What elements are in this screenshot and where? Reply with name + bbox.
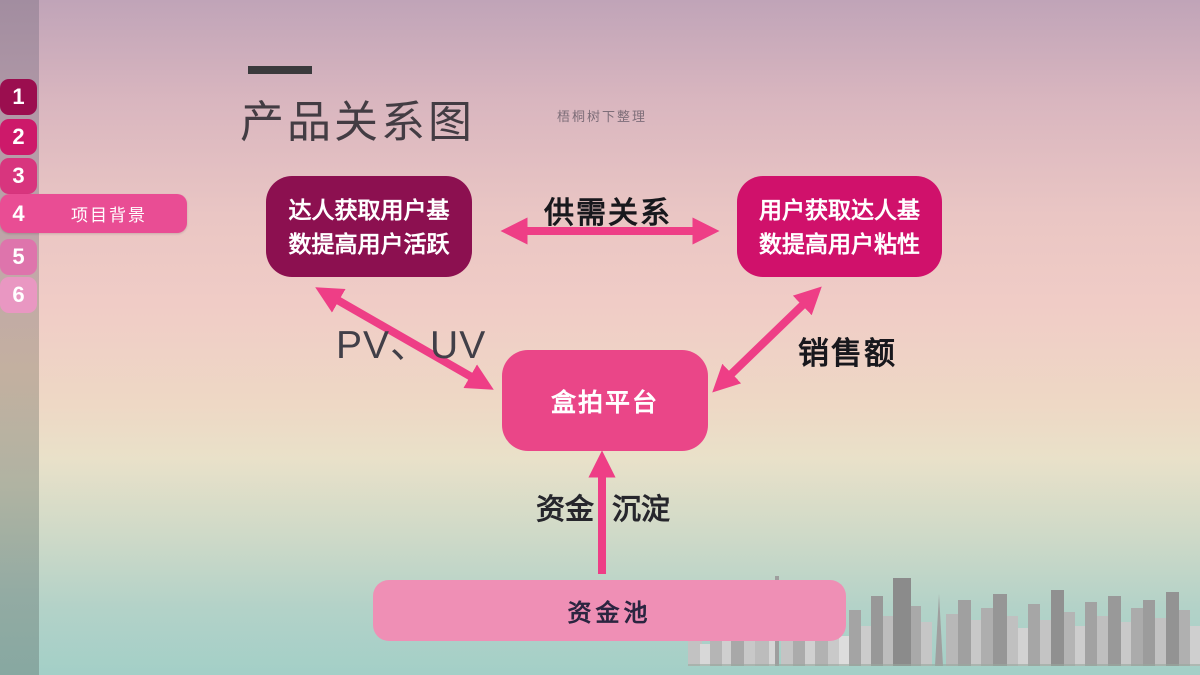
- edge-label-supply-demand: 供需关系: [544, 197, 672, 230]
- sidebar-item-number: 5: [12, 244, 25, 269]
- sidebar-item-5[interactable]: 5: [0, 239, 37, 275]
- node-talent-line1: 达人获取用户基: [288, 196, 450, 223]
- title-dash-decoration: [248, 66, 312, 74]
- node-user-line1: 用户获取达人基: [759, 196, 920, 223]
- node-talent-line2: 数提高用户活跃: [288, 230, 450, 257]
- sidebar-item-3[interactable]: 3: [0, 158, 37, 194]
- edge-label-funds-left: 资金: [535, 494, 594, 526]
- page-title: 产品关系图: [240, 98, 475, 147]
- node-pool-label: 资金池: [567, 601, 652, 627]
- edge-label-pv-uv: PV、UV: [336, 324, 487, 367]
- sidebar-item-number: 2: [12, 124, 25, 149]
- node-platform-label: 盒拍平台: [550, 388, 659, 417]
- sidebar-item-number: 6: [12, 282, 25, 307]
- sidebar-item-number: 4: [12, 200, 25, 226]
- sidebar-item-4-active[interactable]: 4 项目背景: [0, 194, 187, 233]
- sidebar-item-6[interactable]: 6: [0, 277, 37, 313]
- node-user-box: 用户获取达人基 数提高用户粘性: [737, 176, 942, 277]
- edge-label-funds-right: 沉淀: [612, 494, 671, 526]
- edge-label-funds: 资金 沉淀: [518, 486, 688, 528]
- node-talent-box: 达人获取用户基 数提高用户活跃: [266, 176, 472, 277]
- edge-label-sales: 销售额: [798, 336, 897, 371]
- node-capital-pool-box: 资金池: [373, 580, 846, 641]
- node-platform-box: 盒拍平台: [502, 350, 708, 451]
- sidebar-item-1[interactable]: 1: [0, 79, 37, 115]
- node-user-line2: 数提高用户粘性: [759, 230, 920, 257]
- sidebar-item-number: 3: [12, 163, 25, 188]
- watermark-text: 梧桐树下整理: [557, 109, 648, 124]
- sidebar-item-number: 1: [12, 84, 25, 109]
- sidebar-item-label: 项目背景: [71, 206, 147, 225]
- sidebar-item-2[interactable]: 2: [0, 119, 37, 155]
